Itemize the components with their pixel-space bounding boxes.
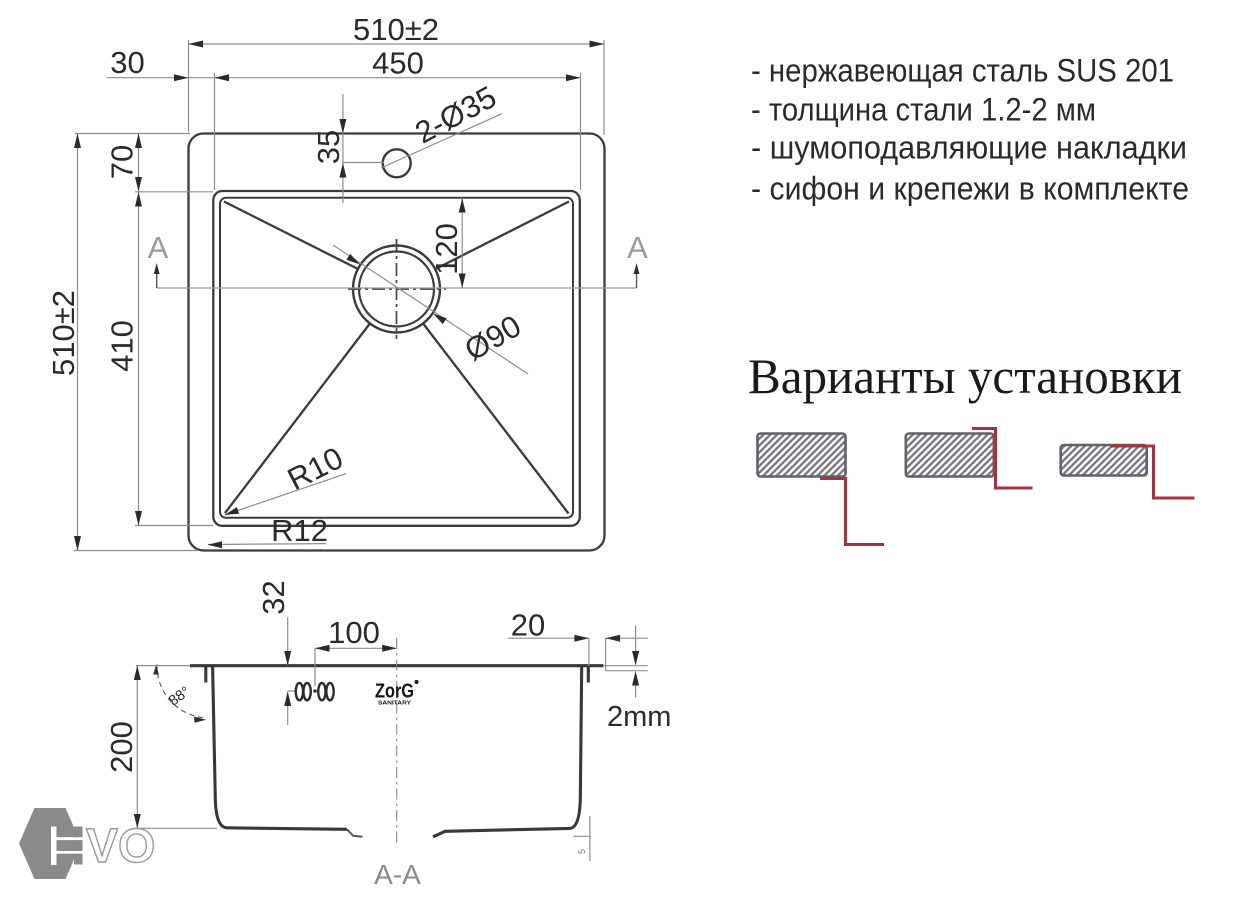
svg-text:R10: R10 [282,440,349,497]
svg-text:SANITARY: SANITARY [378,701,412,707]
svg-text:Ø90: Ø90 [459,308,527,368]
svg-text:20: 20 [511,608,545,643]
svg-text:30: 30 [110,45,144,80]
svg-text:2mm: 2mm [607,701,671,733]
svg-text:450: 450 [372,46,424,81]
svg-text:- сифон и крепежи в комплекте: - сифон и крепежи в комплекте [751,171,1189,207]
svg-text:200: 200 [104,721,139,773]
svg-text:A-A: A-A [374,859,421,890]
svg-text:120: 120 [429,223,464,275]
svg-text:100: 100 [328,615,380,650]
svg-text:ZorG: ZorG [375,681,414,703]
svg-text:35: 35 [311,130,346,164]
svg-text:5: 5 [577,849,587,854]
svg-text:A: A [627,230,648,265]
svg-text:- толщина стали 1.2-2 мм: - толщина стали 1.2-2 мм [751,92,1096,128]
svg-text:VO: VO [86,820,155,873]
svg-text:2-Ø35: 2-Ø35 [409,79,502,150]
svg-text:- шумоподавляющие накладки: - шумоподавляющие накладки [751,130,1187,166]
svg-text:70: 70 [105,145,140,179]
svg-text:Варианты установки: Варианты установки [748,348,1182,404]
svg-text:32: 32 [256,580,291,614]
svg-text:510±2: 510±2 [353,12,439,47]
svg-text:88°: 88° [166,684,193,710]
svg-text:A: A [148,230,169,265]
svg-text:- нержавеющая сталь SUS 201: - нержавеющая сталь SUS 201 [751,53,1174,89]
svg-text:R12: R12 [271,513,328,548]
svg-text:410: 410 [105,320,140,372]
svg-text:510±2: 510±2 [46,290,81,376]
